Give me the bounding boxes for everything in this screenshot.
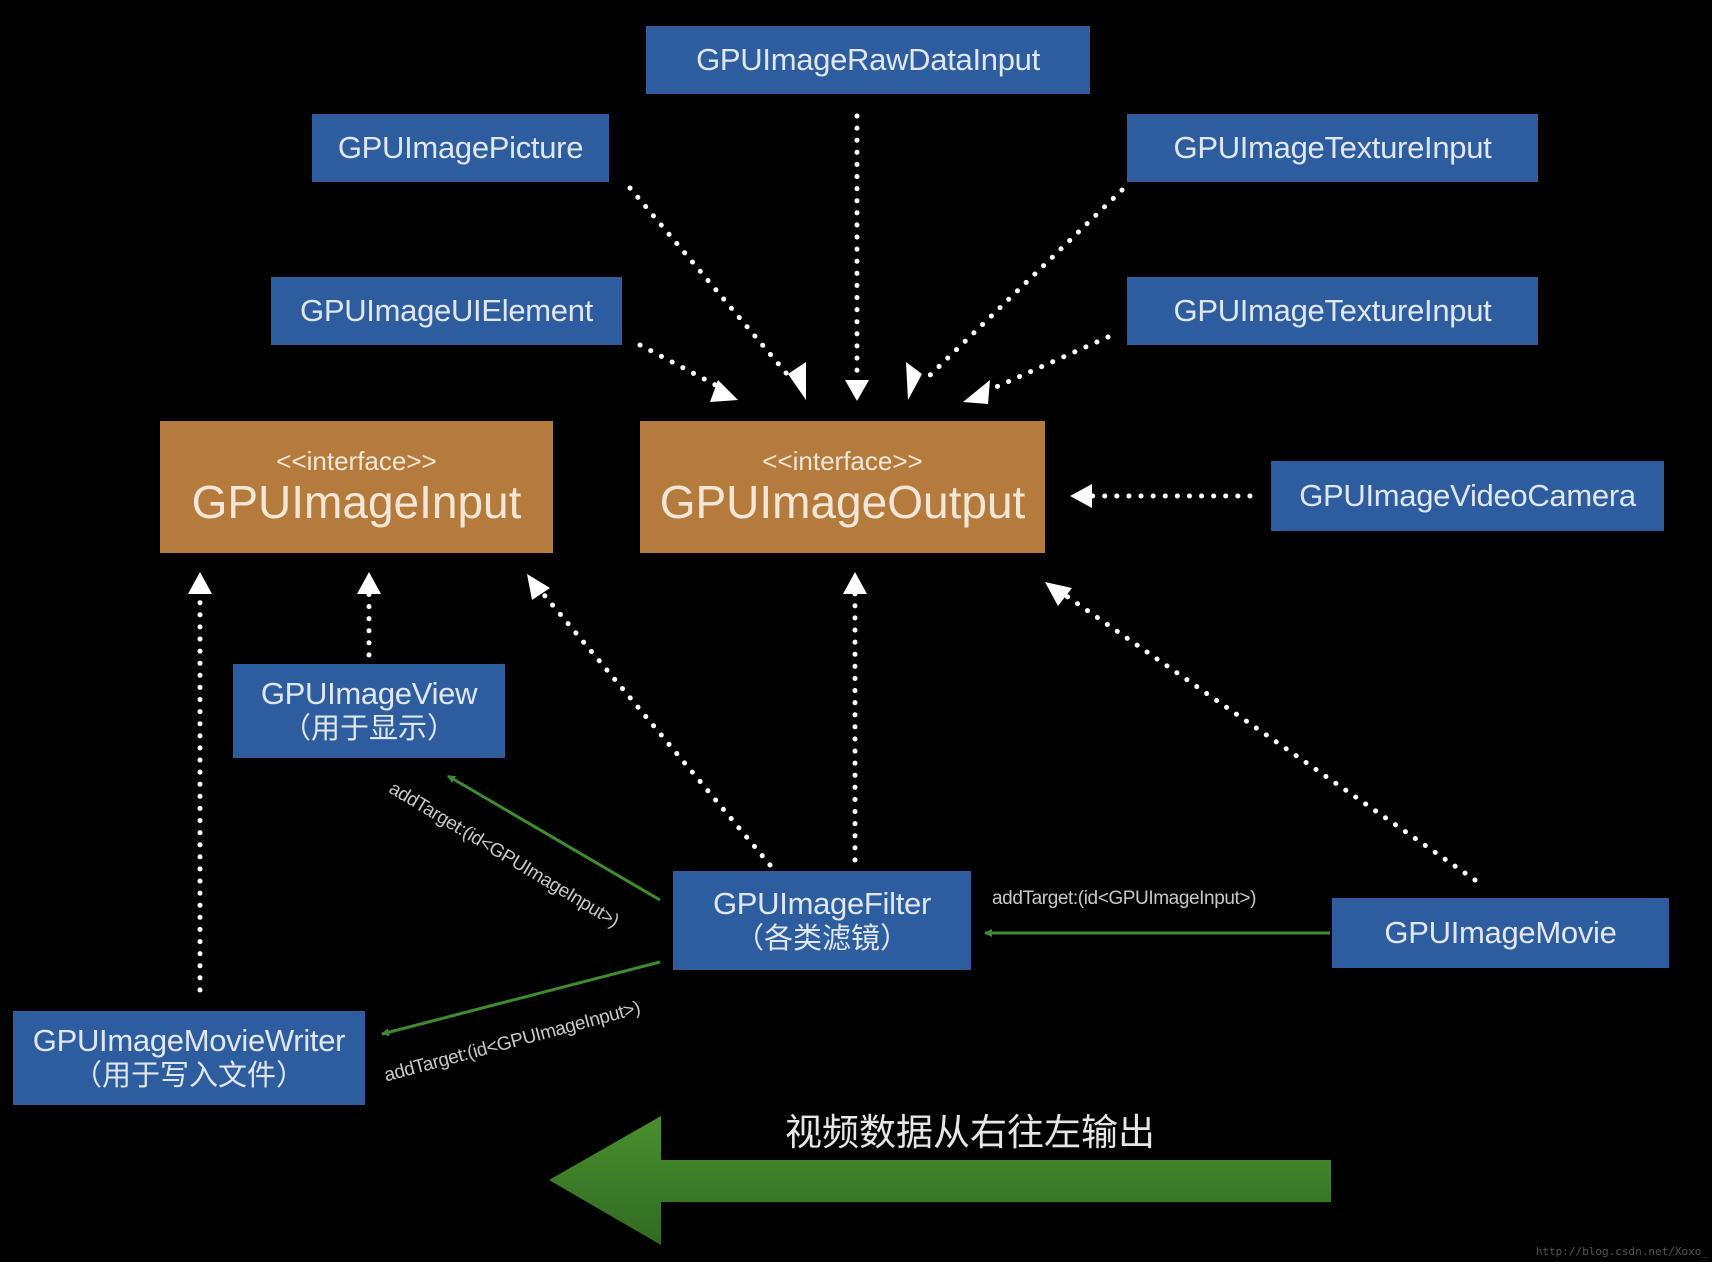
arrowhead-filter-output bbox=[843, 572, 867, 594]
arrowhead-texture2 bbox=[963, 380, 990, 404]
flow-caption: 视频数据从右往左输出 bbox=[785, 1111, 1155, 1154]
arrowhead-rawdata bbox=[845, 380, 869, 401]
class-name: GPUImageTextureInput bbox=[1173, 293, 1492, 328]
arrowhead-picture bbox=[788, 362, 806, 400]
interface-name: GPUImageOutput bbox=[659, 476, 1026, 528]
edge-movie-to-output bbox=[1062, 592, 1478, 883]
watermark: http://blog.csdn.net/Xoxo_ bbox=[1535, 1245, 1708, 1258]
edge-label-movie-to-filter: addTarget:(id<GPUImageInput>) bbox=[992, 888, 1257, 909]
interface-name: GPUImageInput bbox=[191, 476, 522, 528]
class-gpuimage-movie-writer: GPUImageMovieWriter （用于写入文件） bbox=[13, 1011, 365, 1105]
class-gpuimage-movie: GPUImageMovie bbox=[1332, 898, 1669, 968]
arrowhead-view bbox=[357, 572, 381, 594]
arrowhead-camera bbox=[1070, 484, 1092, 508]
class-gpuimage-ui-element: GPUImageUIElement bbox=[271, 277, 622, 345]
flow-direction-arrow bbox=[549, 1116, 1331, 1245]
class-gpuimage-filter: GPUImageFilter （各类滤镜） bbox=[673, 871, 971, 970]
class-name: GPUImageTextureInput bbox=[1173, 130, 1492, 165]
class-gpuimage-view: GPUImageView （用于显示） bbox=[233, 664, 505, 758]
class-gpuimage-texture-input-2: GPUImageTextureInput bbox=[1127, 277, 1538, 345]
class-gpuimage-raw-data-input: GPUImageRawDataInput bbox=[646, 26, 1090, 94]
interface-gpuimage-input: <<interface>> GPUImageInput bbox=[160, 421, 553, 553]
class-gpuimage-texture-input-1: GPUImageTextureInput bbox=[1127, 114, 1538, 182]
arrowhead-movie bbox=[1045, 582, 1072, 606]
class-name: GPUImageView bbox=[260, 676, 478, 711]
stereotype-label: <<interface>> bbox=[762, 446, 923, 476]
class-name: GPUImageMovie bbox=[1384, 915, 1617, 950]
edge-texture2-to-output bbox=[982, 334, 1111, 395]
edge-filter-to-input bbox=[537, 587, 773, 868]
call-arrow-filter-to-writer bbox=[381, 960, 661, 1037]
call-arrow-filter-to-view bbox=[447, 774, 661, 902]
class-subtitle: （用于显示） bbox=[281, 711, 456, 745]
arrowhead-writer bbox=[188, 572, 212, 594]
arrowhead-uielement bbox=[710, 380, 738, 402]
arrowhead-texture1 bbox=[906, 362, 922, 400]
class-name: GPUImageVideoCamera bbox=[1299, 478, 1636, 513]
class-name: GPUImageRawDataInput bbox=[696, 42, 1040, 77]
class-subtitle: （用于写入文件） bbox=[72, 1058, 305, 1092]
edge-uielement-to-output bbox=[637, 342, 728, 393]
stereotype-label: <<interface>> bbox=[276, 446, 437, 476]
class-name: GPUImageMovieWriter bbox=[32, 1023, 346, 1058]
edge-texture1-to-output bbox=[922, 187, 1125, 383]
edge-picture-to-output bbox=[627, 185, 795, 383]
interface-gpuimage-output: <<interface>> GPUImageOutput bbox=[640, 421, 1045, 553]
class-subtitle: （各类滤镜） bbox=[734, 920, 909, 955]
class-name: GPUImageFilter bbox=[712, 885, 932, 921]
class-gpuimage-picture: GPUImagePicture bbox=[312, 114, 609, 182]
arrowhead-filter-input bbox=[527, 574, 550, 600]
class-name: GPUImagePicture bbox=[337, 130, 584, 165]
class-name: GPUImageUIElement bbox=[300, 293, 593, 328]
class-gpuimage-video-camera: GPUImageVideoCamera bbox=[1271, 461, 1664, 531]
